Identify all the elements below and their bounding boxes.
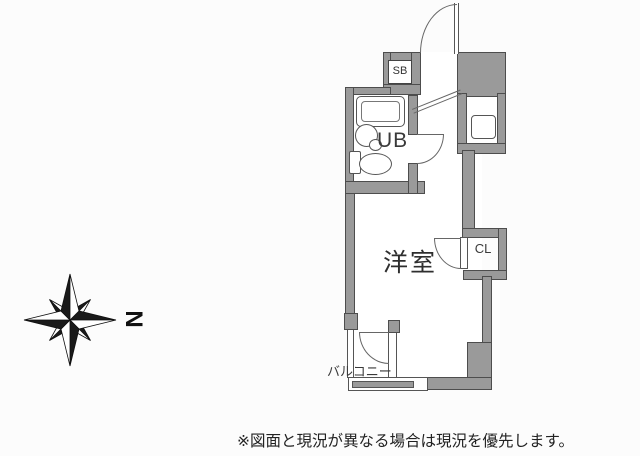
toilet-bowl	[359, 153, 392, 175]
wall	[408, 163, 418, 194]
shoe-box: SB	[388, 60, 412, 84]
wall	[345, 87, 354, 194]
wall	[457, 93, 467, 146]
closet-door-leaf	[460, 237, 468, 269]
wall	[344, 313, 358, 330]
wall	[457, 143, 506, 154]
wall	[388, 320, 400, 333]
balcony-railing-inner	[352, 381, 414, 388]
wall	[425, 377, 492, 390]
bathtub-inner-line	[361, 101, 400, 122]
wall	[457, 52, 506, 97]
wall	[467, 342, 492, 379]
compass-north-label: N	[120, 310, 147, 328]
wall	[482, 276, 492, 346]
utility-box	[471, 115, 496, 139]
closet-label: CL	[474, 241, 492, 256]
shoe-box-label: SB	[392, 65, 408, 77]
sink-faucet	[369, 139, 382, 151]
balcony-window-frame	[347, 330, 354, 378]
entrance-door-swing-arc	[420, 4, 457, 53]
compass-rose-svg	[23, 273, 117, 367]
room-label: 洋室	[383, 249, 438, 277]
wall	[462, 150, 475, 236]
wall	[345, 193, 355, 314]
wall	[408, 95, 418, 135]
unit-bath-label: UB	[377, 129, 409, 152]
compass-rose-icon	[20, 270, 120, 370]
balcony-label: バルコニー	[327, 364, 392, 379]
wall	[345, 181, 425, 194]
disclaimer-text: ※図面と現況が異なる場合は現況を優先します。	[237, 433, 574, 450]
